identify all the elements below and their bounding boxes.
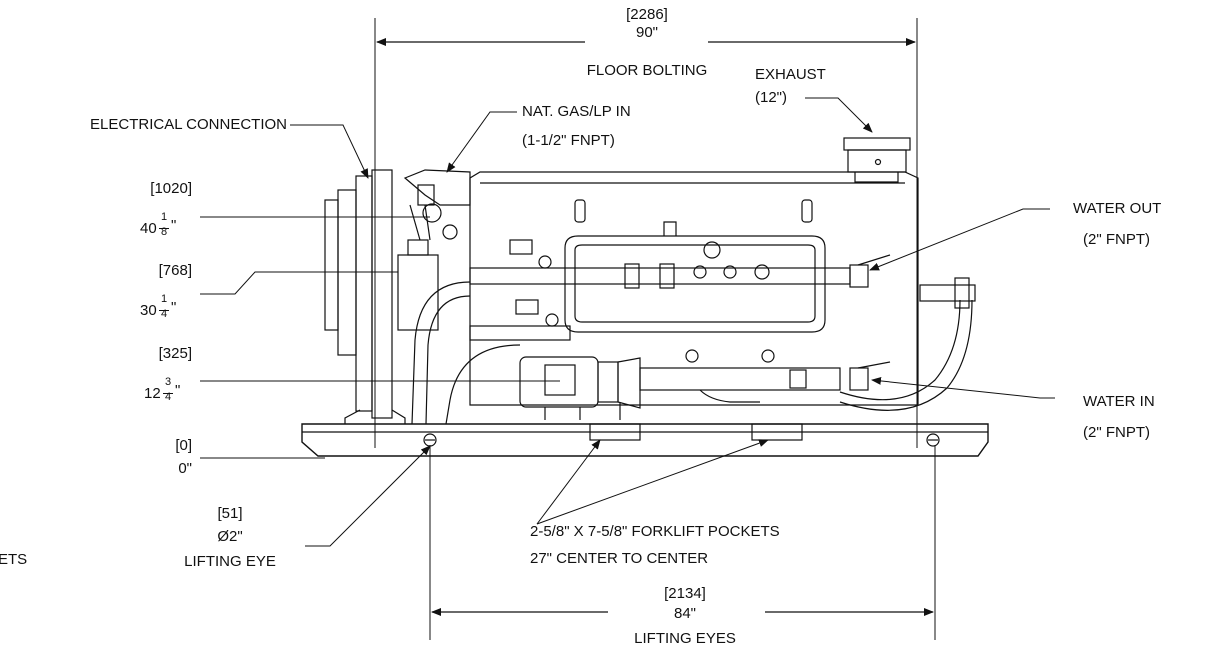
exhaust-size: (12"): [755, 89, 787, 106]
lifting-eye-mm: [51]: [217, 505, 243, 522]
cut-off-text: ETS: [0, 551, 28, 568]
height-325-whole: 12: [144, 385, 161, 402]
forklift-pockets-label: 2-5/8" X 7-5/8" FORKLIFT POCKETS: [530, 523, 780, 540]
height-768-whole: 30: [140, 302, 157, 319]
water-out-label: WATER OUT: [1073, 200, 1162, 217]
water-out-size: (2" FNPT): [1083, 231, 1150, 248]
lifting-eye-label: LIFTING EYE: [184, 553, 276, 570]
lifting-eyes-dimension: [429, 445, 936, 640]
height-1020-mm: [1020]: [150, 180, 192, 197]
height-768-unit: ": [171, 299, 177, 316]
floor-bolting-dimension: [374, 18, 918, 448]
floor-bolting-label: FLOOR BOLTING: [586, 62, 708, 79]
nat-gas-label: NAT. GAS/LP IN: [522, 103, 631, 120]
electrical-connection-label: ELECTRICAL CONNECTION: [90, 116, 287, 133]
height-0-mm: [0]: [175, 437, 192, 454]
nat-gas-size: (1-1/2" FNPT): [522, 132, 615, 149]
floor-bolting-inch: 90": [635, 24, 658, 41]
lifting-eyes-label: LIFTING EYES: [634, 630, 736, 647]
forklift-center-label: 27" CENTER TO CENTER: [530, 550, 709, 567]
lifting-eye-diameter: Ø2": [217, 528, 243, 545]
lifting-eyes-inch: 84": [673, 605, 696, 622]
height-768-mm: [768]: [158, 262, 192, 279]
height-325-unit: ": [175, 382, 181, 399]
generator-unit: [301, 137, 989, 457]
exhaust-label: EXHAUST: [755, 66, 826, 83]
height-1020-whole: 40: [140, 220, 157, 237]
water-in-label: WATER IN: [1083, 393, 1155, 410]
height-1020-unit: ": [171, 217, 177, 234]
height-0-inch: 0": [178, 460, 192, 477]
water-in-size: (2" FNPT): [1083, 424, 1150, 441]
floor-bolting-mm: [2286]: [626, 6, 668, 23]
lifting-eyes-mm: [2134]: [664, 585, 706, 602]
height-325-mm: [325]: [158, 345, 192, 362]
